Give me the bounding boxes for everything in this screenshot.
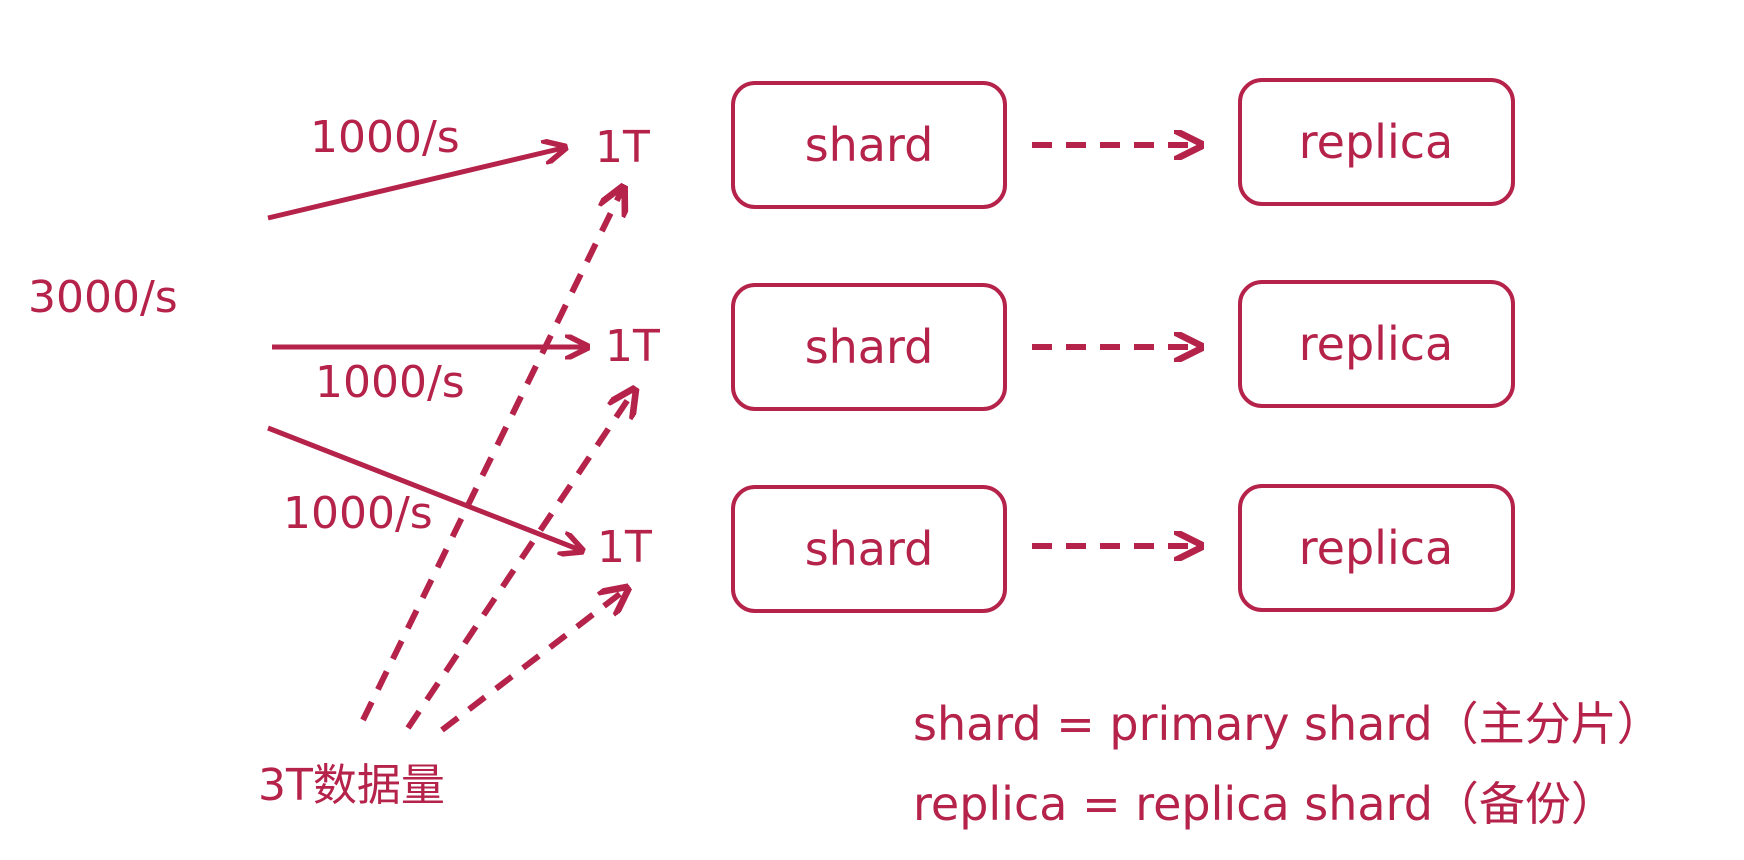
total-rate-label: 3000/s bbox=[28, 272, 178, 323]
node-3-rate-label: 1000/s bbox=[283, 488, 433, 539]
request-arrow-1 bbox=[267, 148, 563, 221]
shard-box-1 bbox=[731, 81, 1007, 209]
replica-box-3 bbox=[1238, 484, 1515, 612]
request-arrow-3 bbox=[267, 425, 580, 550]
data-arrow-3 bbox=[440, 590, 625, 733]
replica-box-1 bbox=[1238, 78, 1515, 206]
node-2-rate-label: 1000/s bbox=[315, 357, 465, 408]
shard-box-2-label: shard bbox=[805, 320, 934, 374]
data-arrow-1 bbox=[360, 190, 622, 722]
legend-shard-definition: shard = primary shard（主分片） bbox=[913, 697, 1663, 751]
replica-box-2-label: replica bbox=[1299, 317, 1453, 371]
replica-box-2 bbox=[1238, 280, 1515, 408]
node-3-size-label: 1T bbox=[597, 522, 652, 573]
shard-box-2 bbox=[731, 283, 1007, 411]
shard-box-3 bbox=[731, 485, 1007, 613]
legend-replica-definition: replica = replica shard（备份） bbox=[913, 777, 1617, 831]
total-data-label: 3T数据量 bbox=[258, 760, 445, 811]
node-1-size-label: 1T bbox=[595, 122, 650, 173]
shard-box-3-label: shard bbox=[805, 522, 934, 576]
shard-box-1-label: shard bbox=[805, 118, 934, 172]
replica-box-3-label: replica bbox=[1299, 521, 1453, 575]
node-1-rate-label: 1000/s bbox=[310, 112, 460, 163]
node-2-size-label: 1T bbox=[605, 321, 660, 372]
replica-box-1-label: replica bbox=[1299, 115, 1453, 169]
